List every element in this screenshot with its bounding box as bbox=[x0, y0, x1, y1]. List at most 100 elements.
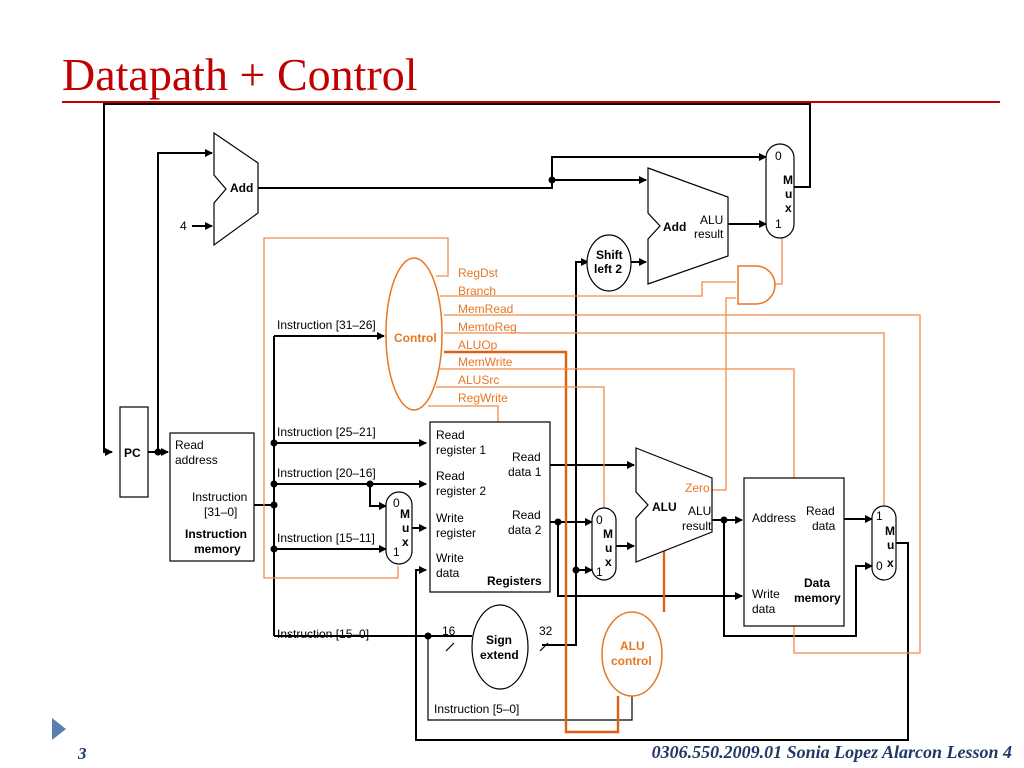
junction-pc bbox=[154, 448, 162, 456]
junction-bus-2 bbox=[270, 480, 278, 488]
im-instruction-1: Instruction bbox=[192, 490, 247, 504]
control-signal-labels: RegDst Branch MemRead MemtoReg ALUOp Mem… bbox=[458, 266, 517, 405]
ctrl-memtoreg bbox=[444, 332, 885, 508]
shift-left-1: Shift bbox=[596, 248, 623, 262]
bullet-arrow-icon bbox=[52, 718, 66, 740]
branch-adder bbox=[647, 167, 729, 285]
reg-read-reg1-b: register 1 bbox=[436, 443, 486, 457]
wire-sign-ext-out bbox=[542, 258, 589, 646]
junction-alu-result bbox=[720, 516, 728, 524]
memtoreg-mux-u: u bbox=[887, 538, 894, 552]
branch-alu-1: ALU bbox=[700, 213, 723, 227]
reg-dst-mux bbox=[385, 491, 413, 565]
signal-memread: MemRead bbox=[458, 302, 513, 316]
pc-adder bbox=[213, 131, 259, 247]
junction-rd2 bbox=[554, 518, 562, 526]
junction-bus-4 bbox=[270, 545, 278, 553]
memtoreg-mux-sel1: 1 bbox=[876, 509, 883, 523]
reg-read-data1-b: data 1 bbox=[508, 465, 542, 479]
memtoreg-mux-x: x bbox=[887, 556, 894, 570]
signal-aluop: ALUOp bbox=[458, 338, 498, 352]
dm-write-data-1: Write bbox=[752, 587, 780, 601]
bits-out: 32 bbox=[539, 624, 553, 638]
control-unit bbox=[385, 257, 443, 411]
alusrc-mux-x: x bbox=[605, 555, 612, 569]
alu-label: ALU bbox=[652, 500, 677, 514]
slide-title: Datapath + Control bbox=[62, 49, 418, 100]
ctrl-aluop bbox=[444, 350, 620, 734]
field-15-0: Instruction [15–0] bbox=[277, 627, 369, 641]
wire-next-pc bbox=[103, 103, 811, 456]
regdst-mux-sel0: 0 bbox=[393, 496, 400, 510]
alu-src-mux bbox=[591, 507, 617, 581]
alusrc-mux-sel0: 0 bbox=[596, 513, 603, 527]
bus-width-tick-in bbox=[445, 642, 455, 652]
im-name-1: Instruction bbox=[185, 527, 247, 541]
alusrc-mux-sel1: 1 bbox=[596, 565, 603, 579]
pc-source-mux bbox=[765, 143, 795, 239]
field-5-0: Instruction [5–0] bbox=[434, 702, 519, 716]
reg-read-data2-b: data 2 bbox=[508, 523, 542, 537]
reg-write-reg-a: Write bbox=[436, 511, 464, 525]
ctrl-memread bbox=[444, 314, 921, 654]
wire-rt-to-mux bbox=[369, 484, 387, 510]
alu-control-1: ALU bbox=[620, 639, 645, 653]
branch-adder-label: Add bbox=[663, 220, 686, 234]
alu-control-2: control bbox=[611, 654, 652, 668]
pc-mux-sel0: 0 bbox=[775, 149, 782, 163]
shift-left-2-label: left 2 bbox=[594, 262, 622, 276]
memtoreg-mux-sel0: 0 bbox=[876, 559, 883, 573]
wire-write-data-mem bbox=[557, 522, 743, 600]
reg-read-data1-a: Read bbox=[512, 450, 541, 464]
register-file bbox=[429, 421, 551, 593]
regdst-mux-sel1: 1 bbox=[393, 545, 400, 559]
data-memory bbox=[743, 477, 845, 627]
control-label: Control bbox=[394, 331, 437, 345]
instruction-memory bbox=[169, 432, 255, 562]
pc-mux-m: M bbox=[783, 173, 793, 187]
branch-and-gate bbox=[737, 265, 776, 305]
shift-left-2 bbox=[586, 234, 632, 292]
title-underline bbox=[62, 101, 1000, 103]
junction-pc4 bbox=[548, 176, 556, 184]
program-counter bbox=[119, 406, 149, 498]
mem-to-reg-mux bbox=[871, 505, 897, 581]
field-25-21: Instruction [25–21] bbox=[277, 425, 376, 439]
dm-write-data-2: data bbox=[752, 602, 776, 616]
dm-name-2: memory bbox=[794, 591, 841, 605]
im-read-address-2: address bbox=[175, 453, 218, 467]
alu-zero: Zero bbox=[685, 481, 710, 495]
wire-pc-plus-4 bbox=[258, 153, 767, 189]
wire-pc-to-add bbox=[157, 149, 213, 452]
const-four: 4 bbox=[180, 219, 187, 233]
junction-sext bbox=[572, 566, 580, 574]
dm-read-data-2: data bbox=[812, 519, 836, 533]
signal-branch: Branch bbox=[458, 284, 496, 298]
ctrl-alusrc bbox=[436, 386, 605, 508]
regdst-mux-u: u bbox=[402, 521, 409, 535]
signal-regwrite: RegWrite bbox=[458, 391, 508, 405]
ctrl-regdst bbox=[263, 237, 449, 579]
slide-number: 3 bbox=[78, 744, 87, 763]
junction-bus-3 bbox=[270, 501, 278, 509]
sign-extend-2: extend bbox=[480, 648, 519, 662]
im-read-address-1: Read bbox=[175, 438, 204, 452]
memtoreg-mux-m: M bbox=[885, 524, 895, 538]
pc-adder-label: Add bbox=[230, 181, 253, 195]
im-name-2: memory bbox=[194, 542, 241, 556]
reg-write-data-b: data bbox=[436, 566, 460, 580]
ctrl-memwrite bbox=[440, 368, 795, 478]
bits-in: 16 bbox=[442, 624, 456, 638]
regdst-mux-x: x bbox=[402, 535, 409, 549]
wire-write-back bbox=[415, 542, 909, 741]
bus-width-tick-out bbox=[539, 642, 549, 652]
junction-bus-1 bbox=[270, 439, 278, 447]
alusrc-mux-u: u bbox=[605, 541, 612, 555]
signal-alusrc: ALUSrc bbox=[458, 373, 499, 387]
junction-rt bbox=[366, 480, 374, 488]
main-alu bbox=[635, 447, 713, 563]
alu-control bbox=[601, 611, 663, 697]
wire-alu-result-bypass bbox=[723, 520, 873, 637]
reg-write-reg-b: register bbox=[436, 526, 476, 540]
junction-imm bbox=[424, 632, 432, 640]
